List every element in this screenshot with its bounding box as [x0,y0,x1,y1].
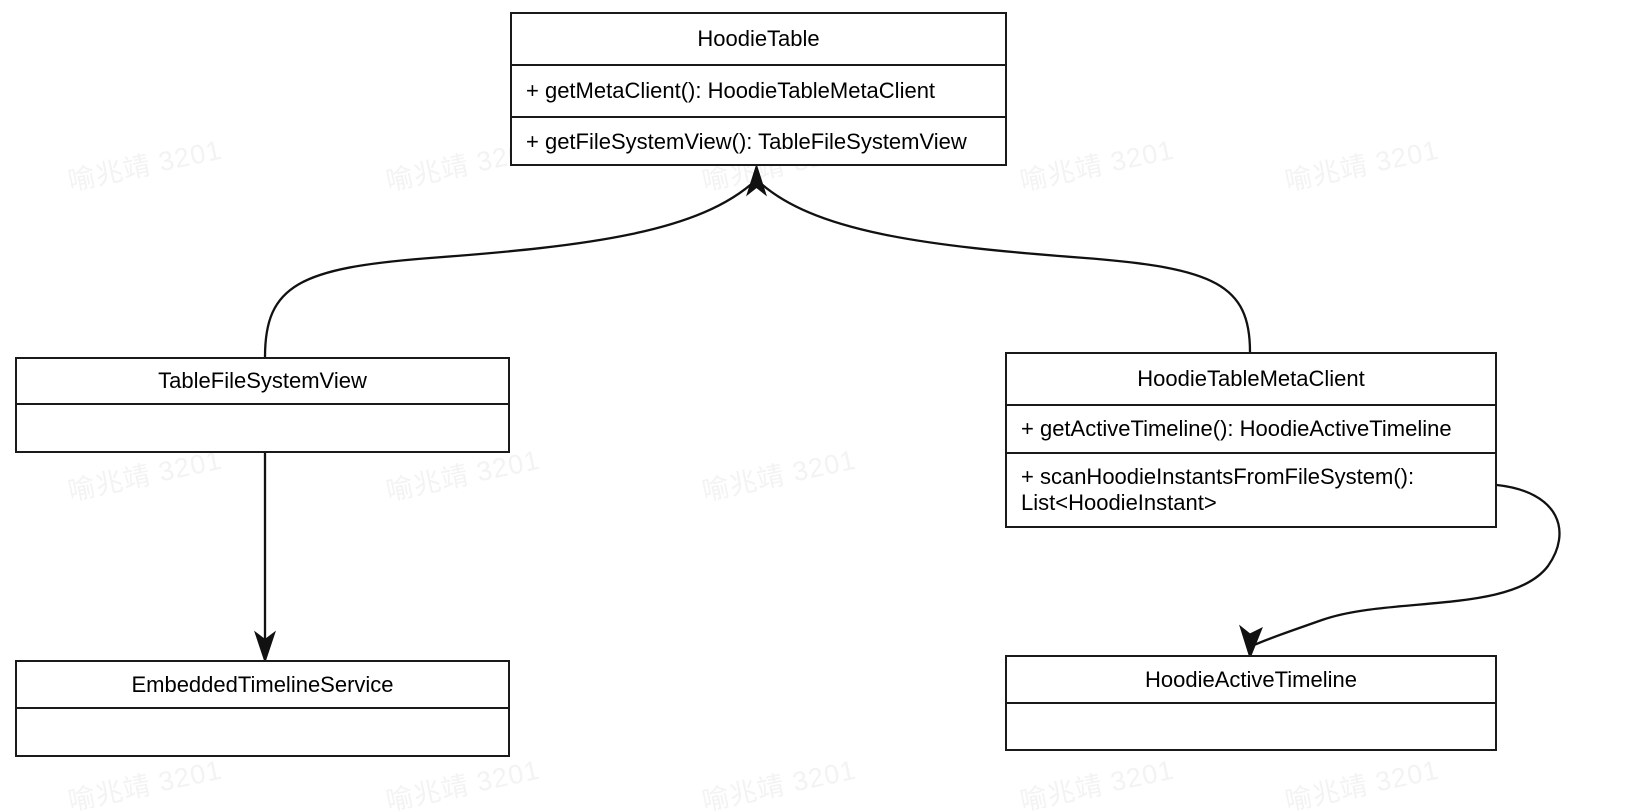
watermark-text: 喻兆靖 3201 [1282,754,1442,812]
arrowhead-into-hoodieactivetimeline [1239,624,1263,660]
class-title-hoodie-table: HoodieTable [512,14,1005,66]
class-member: + scanHoodieInstantsFromFileSystem(): Li… [1021,464,1415,515]
arrowhead-into-embeddedtimelineservice [254,630,276,664]
watermark-text: 喻兆靖 3201 [65,754,225,812]
class-compartment-hoodie-table-meta-client-m2: + scanHoodieInstantsFromFileSystem(): Li… [1007,452,1495,526]
class-member: + getActiveTimeline(): HoodieActiveTimel… [1021,416,1452,442]
watermark-text: 喻兆靖 3201 [699,444,859,507]
class-box-hoodie-active-timeline[interactable]: HoodieActiveTimeline [1005,655,1497,751]
class-member: + getFileSystemView(): TableFileSystemVi… [526,129,967,155]
class-box-hoodie-table[interactable]: HoodieTable + getMetaClient(): HoodieTab… [510,12,1007,166]
class-box-embedded-timeline-service[interactable]: EmbeddedTimelineService [15,660,510,757]
class-box-hoodie-table-meta-client[interactable]: HoodieTableMetaClient + getActiveTimelin… [1005,352,1497,528]
class-box-table-file-system-view[interactable]: TableFileSystemView [15,357,510,453]
arrowhead-into-hoodietable [746,163,767,197]
class-title-hoodie-table-meta-client: HoodieTableMetaClient [1007,354,1495,406]
watermark-text: 喻兆靖 3201 [1017,134,1177,197]
class-compartment-hoodie-table-meta-client-m1: + getActiveTimeline(): HoodieActiveTimel… [1007,406,1495,452]
class-title-table-file-system-view: TableFileSystemView [17,359,508,405]
class-title-hoodie-active-timeline: HoodieActiveTimeline [1007,657,1495,704]
class-compartment-hoodie-table-m1: + getMetaClient(): HoodieTableMetaClient [512,66,1005,116]
edge-hoodietablemetaclient-to-hoodietable [756,179,1252,353]
watermark-text: 喻兆靖 3201 [1282,134,1442,197]
class-title-embedded-timeline-service: EmbeddedTimelineService [17,662,508,709]
watermark-text: 喻兆靖 3201 [65,134,225,197]
watermark-text: 喻兆靖 3201 [1017,754,1177,812]
edge-tablefilesystemview-to-hoodietable [263,179,757,358]
class-compartment-hoodie-table-m2: + getFileSystemView(): TableFileSystemVi… [512,116,1005,166]
watermark-text: 喻兆靖 3201 [699,754,859,812]
class-member: + getMetaClient(): HoodieTableMetaClient [526,78,936,104]
watermark-text: 喻兆靖 3201 [383,754,543,812]
